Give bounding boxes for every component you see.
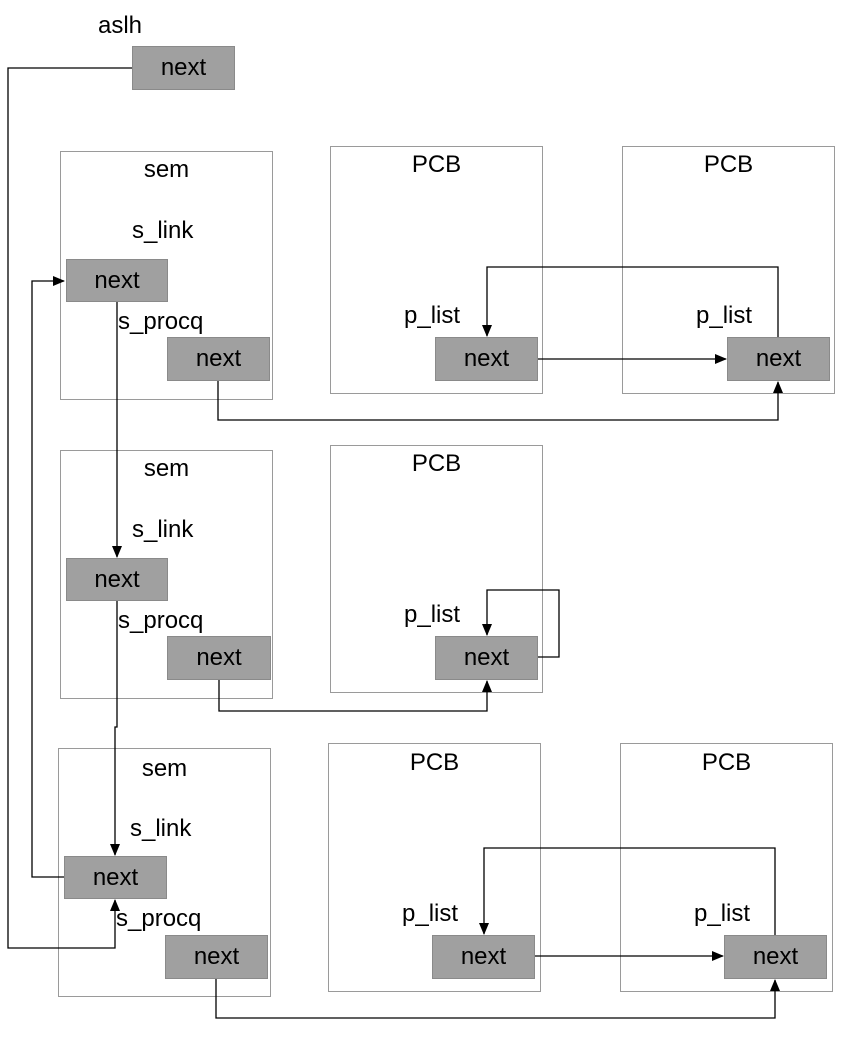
semaphore-procq-next-2: next [167, 636, 271, 680]
semaphore-link-next-3: next [64, 856, 167, 899]
semaphore-procq-next-3: next [165, 935, 268, 979]
semaphore-link-label-3: s_link [130, 815, 192, 842]
arrow-pcb2-to-pcb1 [482, 266, 779, 337]
semaphore-title-3: sem [141, 755, 188, 782]
arrow-sem3-to-sem1 [31, 276, 65, 878]
arrow-sem3-procq [215, 979, 780, 1019]
semaphore-title-1: sem [143, 156, 190, 183]
arrow-sem2-procq [218, 680, 492, 712]
semaphore-procq-label-2: s_procq [118, 607, 204, 634]
semaphore-procq-label-3: s_procq [116, 905, 202, 932]
pcb-list-label-4: p_list [402, 900, 459, 927]
semaphore-link-label-1: s_link [132, 217, 194, 244]
pcb-list-label-5: p_list [694, 900, 751, 927]
pcb-next-node-4: next [432, 935, 535, 979]
semaphore-procq-next-1: next [167, 337, 270, 381]
pcb-title-1: PCB [411, 151, 462, 178]
aslh-next-node: next [132, 46, 235, 90]
arrow-sem2-to-sem3 [110, 601, 120, 856]
arrow-pcb5-to-pcb4 [479, 847, 776, 935]
pcb-next-node-1: next [435, 337, 538, 381]
pcb-list-label-3: p_list [404, 601, 461, 628]
arrow-aslh-to-sem3 [7, 67, 132, 949]
pcb-next-node-3: next [435, 636, 538, 680]
pcb-title-5: PCB [701, 749, 752, 776]
pcb-title-2: PCB [703, 151, 754, 178]
semaphore-link-label-2: s_link [132, 516, 194, 543]
pcb-title-4: PCB [409, 749, 460, 776]
semaphore-link-next-1: next [66, 259, 168, 302]
pcb-next-node-2: next [727, 337, 830, 381]
pcb-title-3: PCB [411, 450, 462, 477]
pcb-list-label-2: p_list [696, 302, 753, 329]
arrow-pcb3-self [482, 589, 560, 658]
semaphore-procq-label-1: s_procq [118, 308, 204, 335]
aslh-label: aslh [98, 12, 143, 39]
pcb-next-node-5: next [724, 935, 827, 979]
semaphore-title-2: sem [143, 455, 190, 482]
semaphore-link-next-2: next [66, 558, 168, 601]
pcb-list-label-1: p_list [404, 302, 461, 329]
arrow-sem1-procq [217, 381, 783, 421]
